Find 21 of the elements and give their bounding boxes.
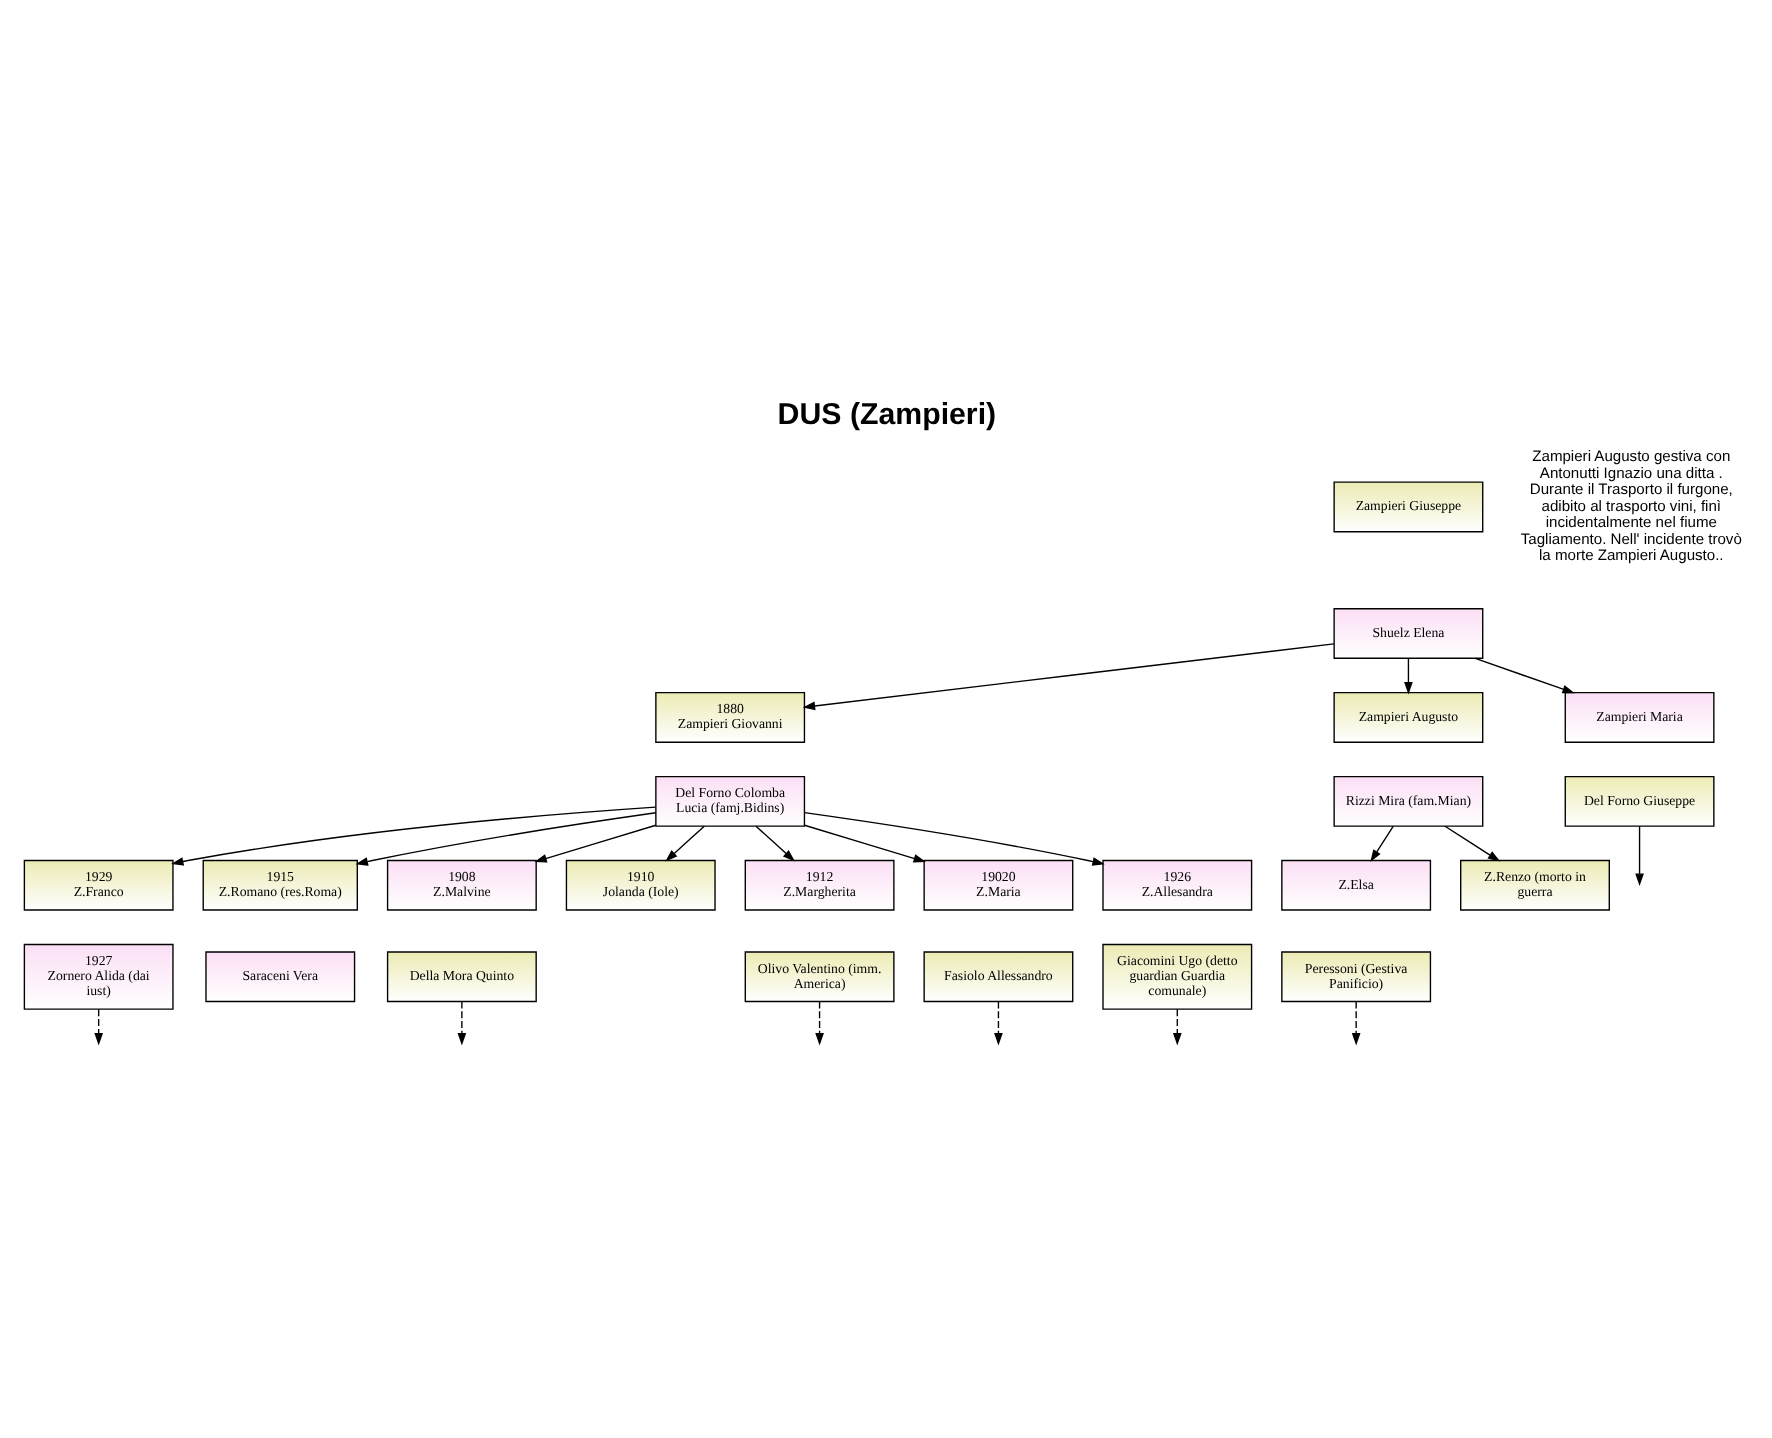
arrow [802, 823, 925, 862]
arrow [801, 642, 1334, 710]
arrow [1634, 824, 1643, 885]
arrow [664, 824, 704, 861]
arrow [1473, 656, 1574, 693]
arrow [814, 1000, 823, 1045]
arrow [802, 810, 1104, 865]
arrow [456, 1000, 466, 1045]
diagram-title: DUS (Zampieri) [776, 396, 996, 431]
arrow [1443, 824, 1500, 861]
arrow [1403, 656, 1412, 694]
arrow [1350, 1000, 1360, 1045]
arrow [1171, 1007, 1181, 1045]
arrow [1369, 824, 1393, 861]
label: Zampieri Augusto gestiva con Antonutti Ignazio una ditta . Durante il Trasporto il furgone, adibito al trasporto vini, finì incidentalmente nel fiume Tagliamento. Nell' incidente trovò la morte Zampieri Augusto.. [1519, 446, 1741, 564]
arrow [754, 824, 794, 861]
arrow [170, 805, 656, 865]
arrow [533, 823, 656, 862]
arrow [93, 1007, 102, 1045]
arrow [354, 811, 656, 865]
arrow [993, 1000, 1002, 1045]
